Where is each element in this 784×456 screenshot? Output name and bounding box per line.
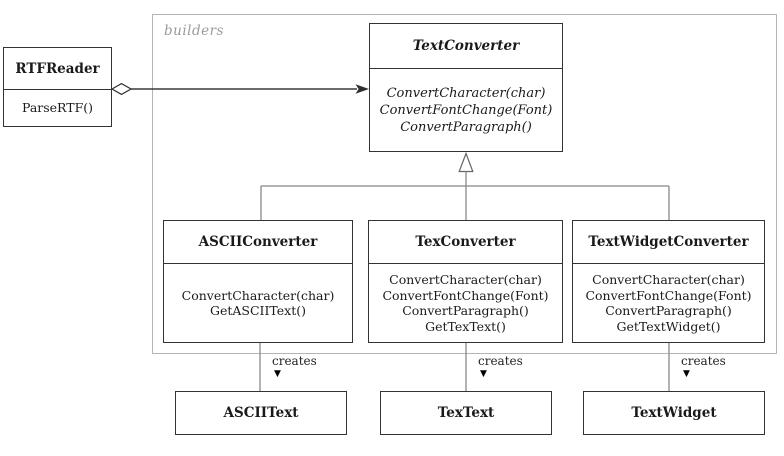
method: ConvertFontChange(Font) <box>382 287 549 303</box>
method: ConvertCharacter(char) <box>592 272 745 287</box>
method: ConvertParagraph() <box>605 303 732 318</box>
class-rtfreader-name: RTFReader <box>4 48 111 90</box>
class-asciiconverter: ASCIIConverter ConvertCharacter(char) Ge… <box>163 220 353 343</box>
method: GetASCIIText() <box>209 303 307 318</box>
class-textconverter-methods: ConvertCharacter(char) ConvertFontChange… <box>370 69 562 151</box>
builders-frame: builders <box>152 14 777 354</box>
class-texconverter-methods: ConvertCharacter(char) ConvertFontChange… <box>369 264 562 342</box>
creates-label: creates <box>478 354 523 368</box>
method: ConvertCharacter(char) <box>386 85 546 101</box>
frame-label: builders <box>164 23 224 39</box>
method: ConvertFontChange(Font) <box>379 102 553 118</box>
creates-arrow-icon: ▼ <box>683 369 690 379</box>
class-textwidgetconverter-methods: ConvertCharacter(char) ConvertFontChange… <box>573 264 764 342</box>
class-asciitext: ASCIIText <box>175 391 347 435</box>
method: ConvertFontChange(Font) <box>585 287 752 303</box>
class-textconverter-name: TextConverter <box>370 24 562 69</box>
creates-label: creates <box>272 354 317 368</box>
class-textwidget: TextWidget <box>583 391 765 435</box>
method: ConvertParagraph() <box>400 119 532 135</box>
class-rtfreader: RTFReader ParseRTF() <box>3 47 112 127</box>
method: ConvertParagraph() <box>402 303 529 318</box>
class-texconverter: TexConverter ConvertCharacter(char) Conv… <box>368 220 563 343</box>
method: ParseRTF() <box>21 100 94 116</box>
class-textwidgetconverter-name: TextWidgetConverter <box>573 221 764 264</box>
method: ConvertCharacter(char) <box>181 287 335 303</box>
aggregation-diamond-icon <box>110 82 133 96</box>
class-rtfreader-methods: ParseRTF() <box>4 90 111 126</box>
class-texconverter-name: TexConverter <box>369 221 562 264</box>
class-asciiconverter-name: ASCIIConverter <box>164 221 352 264</box>
creates-label: creates <box>681 354 726 368</box>
method: ConvertCharacter(char) <box>389 272 542 287</box>
class-textconverter: TextConverter ConvertCharacter(char) Con… <box>369 23 563 152</box>
class-textext: TexText <box>380 391 552 435</box>
method: GetTextWidget() <box>616 318 721 334</box>
method: GetTexText() <box>425 318 506 334</box>
class-asciiconverter-methods: ConvertCharacter(char) GetASCIIText() <box>164 264 352 342</box>
creates-arrow-icon: ▼ <box>274 369 281 379</box>
class-textwidgetconverter: TextWidgetConverter ConvertCharacter(cha… <box>572 220 765 343</box>
creates-arrow-icon: ▼ <box>480 369 487 379</box>
